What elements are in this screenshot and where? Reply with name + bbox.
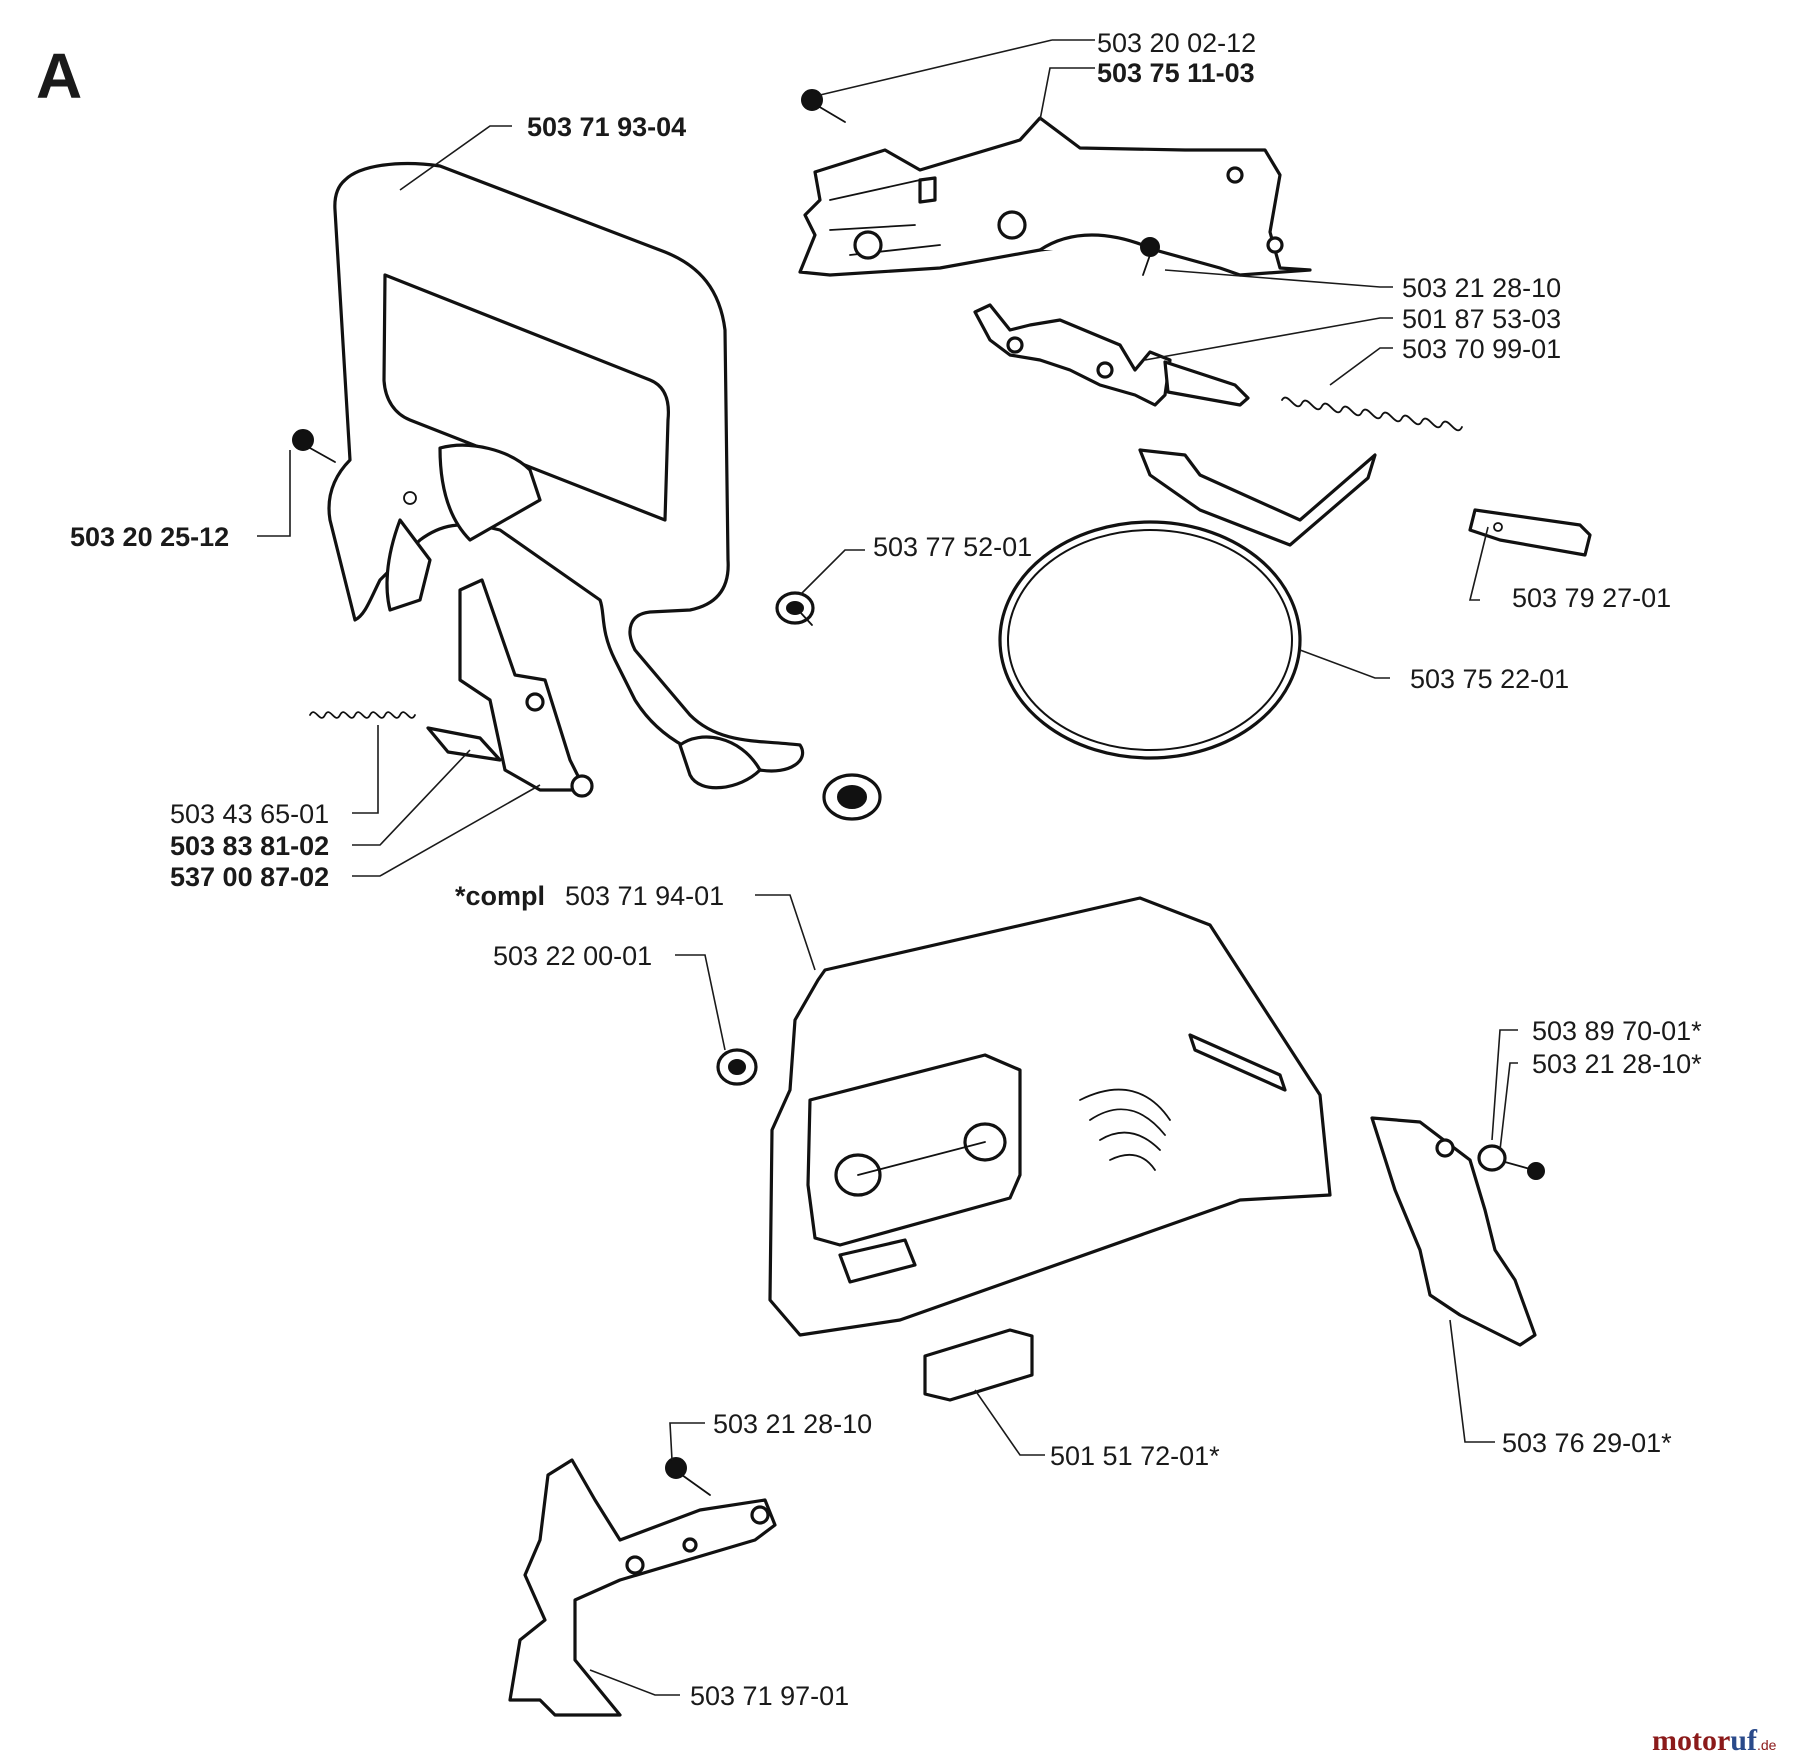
part-label-503-22-00-01: 503 22 00-01 xyxy=(493,941,652,971)
screw-bottom-part xyxy=(665,1457,711,1496)
watermark-motor: motor xyxy=(1652,1724,1730,1757)
screw-top-part xyxy=(801,89,846,123)
clutch-cover-part xyxy=(768,896,1332,1337)
inner-guard-plate-part xyxy=(798,116,1312,277)
part-label-503-43-65-01: 503 43 65-01 xyxy=(170,799,329,829)
rear-guard-plate-part xyxy=(508,1458,777,1717)
part-label-503-20-25-12: 503 20 25-12 xyxy=(70,522,229,552)
cover-insert-part xyxy=(923,1328,1034,1402)
washer-screw-part xyxy=(1477,1144,1545,1180)
screw-mid-part xyxy=(1140,237,1160,276)
part-label-503-21-28-10: 503 21 28-10 xyxy=(1402,273,1561,303)
watermark-suffix: .de xyxy=(1757,1737,1777,1753)
part-label-503-83-81-02: 503 83 81-02 xyxy=(170,831,329,861)
part-label-537-00-87-02: 537 00 87-02 xyxy=(170,862,329,892)
part-label-503-71-97-01: 503 71 97-01 xyxy=(690,1681,849,1711)
part-label-503-77-52-01: 503 77 52-01 xyxy=(873,532,1032,562)
part-label-503-21-28-10-star: 503 21 28-10* xyxy=(1532,1049,1702,1079)
part-label-503-75-22-01: 503 75 22-01 xyxy=(1410,664,1569,694)
leader-lines xyxy=(257,39,1518,1696)
part-label-503-21-28-10-bottom: 503 21 28-10 xyxy=(713,1409,872,1439)
chain-catcher-plate-part xyxy=(1370,1116,1537,1347)
screw-part xyxy=(292,429,336,463)
brake-coil-spring-part xyxy=(1281,396,1463,432)
part-label-503-75-11-03: 503 75 11-03 xyxy=(1097,58,1255,88)
watermark-uf: uf xyxy=(1730,1724,1758,1757)
front-hand-guard-part xyxy=(327,161,882,821)
part-label-503-70-99-01: 503 70 99-01 xyxy=(1402,334,1561,364)
part-label-compl-prefix: *compl xyxy=(455,881,545,911)
brake-latch-part xyxy=(973,303,1250,407)
brake-lever-part xyxy=(458,578,594,798)
part-label-501-87-53-03: 501 87 53-03 xyxy=(1402,304,1561,334)
part-label-503-71-93-04: 503 71 93-04 xyxy=(527,112,686,142)
part-label-503-76-29-01: 503 76 29-01* xyxy=(1502,1428,1672,1458)
clutch-nut-part xyxy=(716,1048,758,1086)
svg-text:motoruf.de: motoruf.de xyxy=(1652,1724,1777,1757)
brake-pin-part xyxy=(426,726,502,762)
part-label-503-71-94-01: 503 71 94-01 xyxy=(565,881,724,911)
part-label-503-89-70-01: 503 89 70-01* xyxy=(1532,1016,1702,1046)
watermark-logo: motoruf.de xyxy=(1652,1724,1777,1757)
spacer-nut-part xyxy=(775,591,815,626)
sleeve-part xyxy=(1468,508,1592,557)
brake-spring-part xyxy=(309,711,416,719)
part-label-503-79-27-01: 503 79 27-01 xyxy=(1512,583,1671,613)
section-letter: A xyxy=(36,40,82,112)
brake-band-part xyxy=(998,448,1377,760)
part-label-501-51-72-01: 501 51 72-01* xyxy=(1050,1441,1220,1471)
part-label-503-20-02-12: 503 20 02-12 xyxy=(1097,28,1256,58)
